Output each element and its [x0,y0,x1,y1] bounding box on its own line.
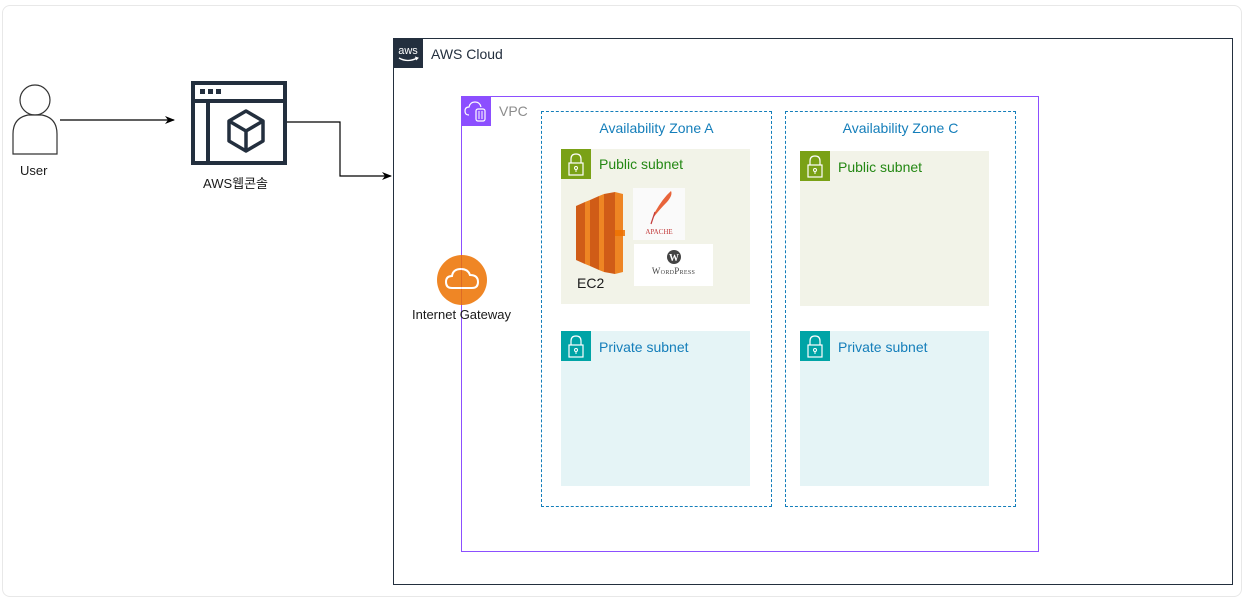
internet-gateway-label: Internet Gateway [412,307,511,322]
svg-text:aws: aws [398,45,418,57]
public-subnet-a-label: Public subnet [599,156,684,172]
user-icon [12,84,58,155]
aws-cloud-group[interactable] [393,38,1233,585]
private-subnet-a-label: Private subnet [599,339,689,355]
web-console-node[interactable] [191,81,287,165]
availability-zone-c-label: Availability Zone C [842,120,959,136]
web-console-icon [191,81,287,165]
apache-logo: APACHE [633,188,685,240]
vpc-group[interactable] [461,96,1039,552]
private-subnet-a[interactable] [561,331,750,486]
user-node[interactable] [10,82,60,157]
aws-logo-icon: aws [393,38,423,68]
lock-icon [800,331,830,361]
availability-zone-a[interactable] [541,111,772,507]
private-subnet-c[interactable] [800,331,989,486]
vpc-cloud-icon [461,96,491,126]
lock-icon [800,151,830,181]
wordpress-w-icon: W [667,250,681,264]
wordpress-label: WordPress [651,266,696,276]
internet-gateway-icon[interactable] [437,255,487,305]
aws-cloud-label: AWS Cloud [431,46,503,62]
public-subnet-c[interactable] [800,151,989,306]
apache-feather-icon [650,191,672,225]
svg-text:W: W [669,253,679,264]
availability-zone-a-label: Availability Zone A [599,120,714,136]
private-subnet-c-label: Private subnet [838,339,928,355]
ec2-instance-icon[interactable] [575,192,640,274]
ec2-label: EC2 [577,275,605,291]
lock-icon [561,331,591,361]
user-label: User [20,163,48,178]
public-subnet-c-label: Public subnet [838,159,923,175]
availability-zone-c[interactable] [785,111,1016,507]
lock-icon [561,149,591,179]
apache-label: APACHE [645,228,673,236]
vpc-label: VPC [499,103,528,119]
web-console-label: AWS웹콘솔 [203,176,269,191]
wordpress-logo: W WordPress [634,244,713,286]
